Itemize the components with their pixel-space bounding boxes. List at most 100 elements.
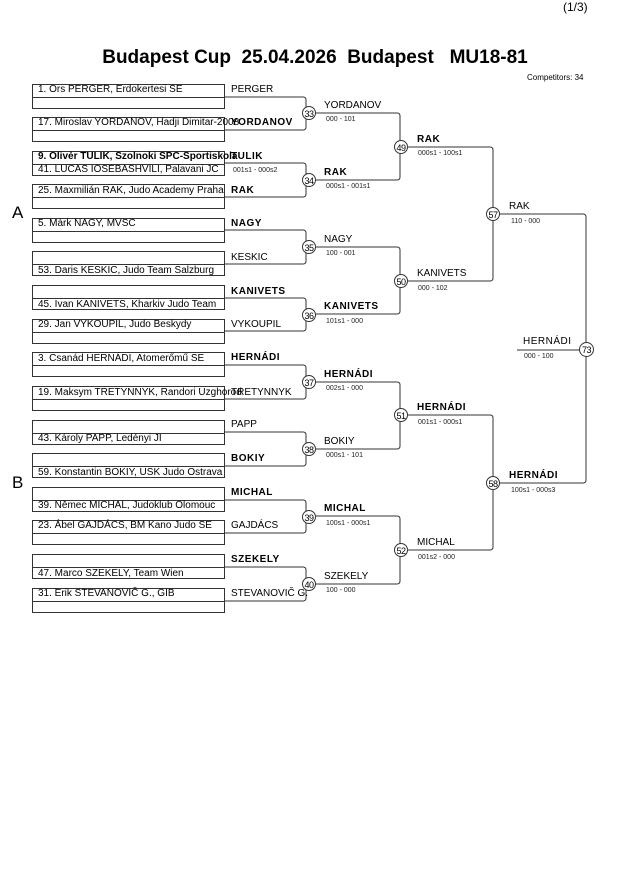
entry-box [32,218,225,243]
match-winner: MICHAL [324,503,366,514]
entry-label: TULIK [231,151,263,162]
match-score: 000s1 - 101 [326,452,363,459]
player-name: 9. Olivér TULIK, Szolnoki SPC-Sportiskol… [38,151,238,162]
player-name: 39. Němec MICHAL, Judoklub Olomouc [38,500,216,511]
match-winner: KANIVETS [417,268,467,279]
entry-box [32,386,225,411]
entry-label: PAPP [231,419,257,430]
match-score: 002s1 - 000 [326,385,363,392]
entry-box [32,520,225,545]
match-winner: RAK [509,201,530,212]
player-name: 41. LUCAS IOSEBASHVILI, Palavani JC [38,164,219,175]
player-name: 19. Maksym TRETYNNYK, Randori Uzghorod [38,387,242,398]
entry-box [32,319,225,344]
entry-label: MICHAL [231,487,273,498]
match-score: 000 - 102 [418,285,448,292]
entry-box [32,453,225,478]
match-winner: MICHAL [417,537,455,548]
entry-label: PERGER [231,84,274,95]
match-number: 52 [394,543,408,557]
match-number: 58 [486,476,500,490]
player-name: 53. Daris KESKIC, Judo Team Salzburg [38,265,215,276]
pool-label-a: A [12,203,24,222]
page-title: Budapest Cup 25.04.2026 Budapest MU18-81 [102,47,528,68]
entry-box [32,117,225,142]
entry-label: BOKIY [231,453,266,464]
match-score: 110 - 000 [511,218,541,225]
match-winner: YORDANOV [324,100,382,111]
player-name: 31. Erik STEVANOVIČ G., GIB [38,588,175,599]
final-winner: HERNÁDI [523,336,572,347]
competitors-count: Competitors: 34 [527,73,584,82]
match-winner: KANIVETS [324,301,379,312]
prelim-score: 001s1 - 000s2 [233,167,278,174]
pool-label-b: B [12,473,24,492]
match-score: 000s1 - 100s1 [418,150,463,157]
player-name: 17. Miroslav YORDANOV, Hadji Dimitar-200… [38,117,240,128]
entry-label: TRETYNNYK [231,387,292,398]
match-score: 100 - 001 [326,250,356,257]
match-number: 49 [394,140,408,154]
entry-label: HERNÁDI [231,352,281,363]
entry-box [32,420,225,445]
match-winner: BOKIY [324,436,355,447]
entry-label: NAGY [231,218,262,229]
player-name: 43. Károly PAPP, Ledényi JI [38,433,162,444]
match-winner: NAGY [324,234,353,245]
match-score: 100s1 - 000s3 [511,487,556,494]
entry-label: KANIVETS [231,286,286,297]
entry-box [32,487,225,512]
entry-label: SZEKELY [231,554,280,565]
match-number: 35 [302,240,316,254]
match-winner: RAK [417,134,441,145]
match-score: 000 - 101 [326,116,356,123]
match-number: 39 [302,510,316,524]
match-number: 34 [302,173,316,187]
entry-label: STEVANOVIČ G. [231,588,309,599]
match-score: 101s1 - 000 [326,318,363,325]
entry-box [32,588,225,613]
match-number: 50 [394,274,408,288]
match-number: 73 [579,342,594,357]
page-indicator: (1/3) [563,0,588,14]
entry-label: YORDANOV [231,117,293,128]
player-name: 47. Marco SZEKELY, Team Wien [38,568,184,579]
match-number: 38 [302,442,316,456]
match-winner: HERNÁDI [417,402,467,413]
entry-label: VYKOUPIL [231,319,282,330]
entry-label: RAK [231,185,255,196]
player-name: 45. Ivan KANIVETS, Kharkiv Judo Team [38,299,217,310]
entry-box [32,251,225,276]
match-number: 57 [486,207,500,221]
entry-box [32,151,225,176]
player-name: 59. Konstantin BOKIY, USK Judo Ostrava [38,467,223,478]
entry-label: KESKIC [231,252,268,263]
match-winner: HERNÁDI [324,369,374,380]
match-winner: RAK [324,167,348,178]
match-winner: HERNÁDI [509,470,559,481]
match-number: 36 [302,308,316,322]
match-number: 40 [302,577,316,591]
player-name: 3. Csanád HERNÁDI, Atomerőmű SE [38,353,205,364]
match-score: 100s1 - 000s1 [326,520,371,527]
entry-box [32,352,225,377]
entry-box [32,84,225,109]
match-number: 37 [302,375,316,389]
entry-box [32,184,225,209]
player-name: 25. Maxmilián RAK, Judo Academy Praha [38,185,224,196]
match-score: 001s2 - 000 [418,554,455,561]
entry-box [32,285,225,310]
match-score: 000s1 - 001s1 [326,183,371,190]
match-score: 100 - 000 [326,587,356,594]
entry-label: GAJDÁCS [231,520,279,531]
player-name: 5. Márk NAGY, MVSC [38,218,136,229]
player-name: 23. Ábel GAJDÁCS, BM Kano Judo SE [38,520,212,531]
final-score: 000 - 100 [524,353,554,360]
match-score: 001s1 - 000s1 [418,419,463,426]
player-name: 29. Jan VYKOUPIL, Judo Beskydy [38,319,192,330]
player-name: 1. Ors PERGER, Erdokertesi SE [38,84,183,95]
match-winner: SZEKELY [324,571,369,582]
match-number: 51 [394,408,408,422]
entry-box [32,554,225,579]
match-number: 33 [302,106,316,120]
